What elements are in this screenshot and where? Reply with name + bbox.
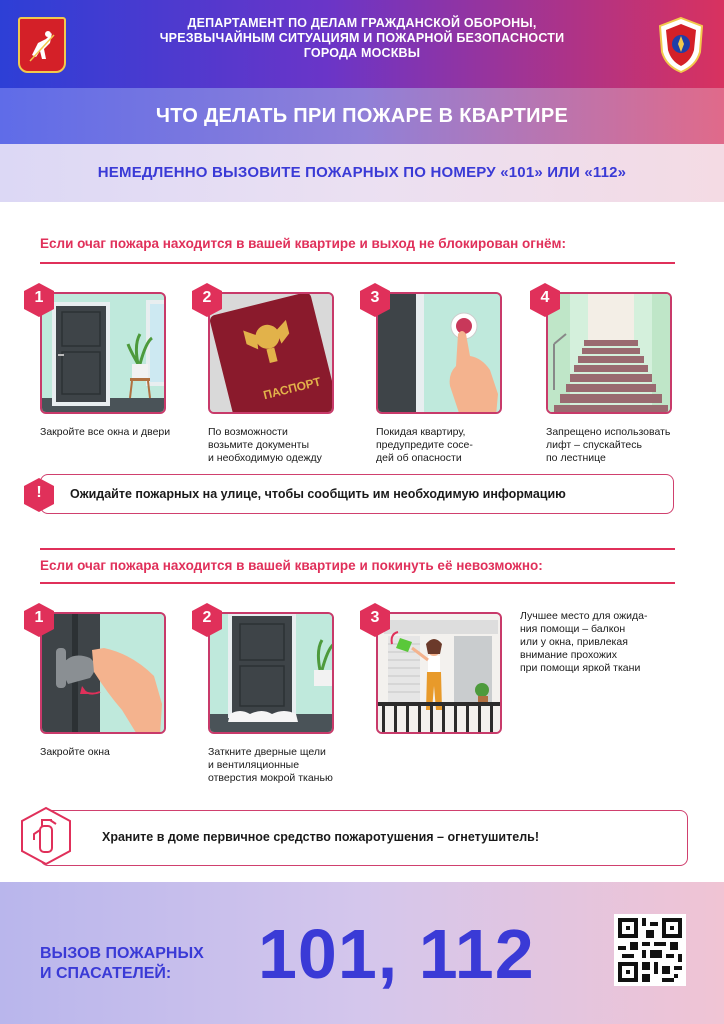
s2-step1-card-window xyxy=(40,612,166,734)
extinguisher-notice xyxy=(40,810,688,866)
step2-card-passport: ПАСПОРТ xyxy=(208,292,334,414)
step4-number-badge: 4 xyxy=(530,283,560,317)
s2-step3-card-balcony xyxy=(376,612,502,734)
section1-heading: Если очаг пожара находится в вашей кварт… xyxy=(40,236,567,251)
step1-number-badge: 1 xyxy=(24,283,54,317)
caption-line: и вентиляционные xyxy=(208,759,300,771)
caption-line: ния помощи – балкон xyxy=(520,623,626,635)
s2-step1-number-badge: 1 xyxy=(24,603,54,637)
step3-number-badge: 3 xyxy=(360,283,390,317)
wait-outside-text: Ожидайте пожарных на улице, чтобы сообщи… xyxy=(70,487,566,501)
s2-step3-caption: Лучшее место для ожида- ния помощи – бал… xyxy=(520,610,690,675)
step4-caption: Запрещено использовать лифт – спускайтес… xyxy=(546,426,696,465)
wait-outside-notice xyxy=(40,474,674,514)
emergency-department-emblem-icon xyxy=(656,16,706,74)
caption-line: Заткните дверные щели xyxy=(208,746,326,758)
footer-banner xyxy=(0,882,724,1024)
step2-caption: По возможности возьмите документы и необ… xyxy=(208,426,348,465)
caption-line: лифт – спускайтесь xyxy=(546,439,642,451)
caption-line: По возможности xyxy=(208,426,288,438)
warning-mark: ! xyxy=(36,484,42,501)
caption-line: Закройте все окна и двери xyxy=(40,426,171,438)
moscow-coat-of-arms-icon xyxy=(18,17,66,73)
caption-line: дей об опасности xyxy=(376,452,462,464)
fire-extinguisher-icon xyxy=(20,806,72,866)
header-banner xyxy=(0,0,724,88)
warning-exclamation-icon: ! xyxy=(24,478,54,512)
call-banner-text: НЕМЕДЛЕННО ВЫЗОВИТЕ ПОЖАРНЫХ ПО НОМЕРУ «… xyxy=(97,164,627,181)
section1-divider xyxy=(40,262,675,264)
step2-number-badge: 2 xyxy=(192,283,222,317)
department-line: ГОРОДА МОСКВЫ xyxy=(303,46,421,60)
step-number: 3 xyxy=(370,289,380,306)
extinguisher-text: Храните в доме первичное средство пожаро… xyxy=(102,830,539,844)
caption-line: возьмите документы xyxy=(208,439,310,451)
step-number: 1 xyxy=(34,609,44,626)
caption-line: Запрещено использовать xyxy=(546,426,671,438)
step-number: 1 xyxy=(34,289,44,306)
step3-caption: Покидая квартиру, предупредите сосе- дей… xyxy=(376,426,516,465)
s2-step2-number-badge: 2 xyxy=(192,603,222,637)
step-number: 2 xyxy=(202,609,212,626)
department-line: ЧРЕЗВЫЧАЙНЫМ СИТУАЦИЯМ И ПОЖАРНОЙ БЕЗОПА… xyxy=(159,31,565,45)
caption-line: Закройте окна xyxy=(40,746,110,758)
step1-caption: Закройте все окна и двери xyxy=(40,426,180,439)
section2-heading: Если очаг пожара находится в вашей кварт… xyxy=(40,558,543,573)
s2-step3-number-badge: 3 xyxy=(360,603,390,637)
caption-line: по лестнице xyxy=(546,452,606,464)
title-bar xyxy=(0,88,724,144)
department-name: ДЕПАРТАМЕНТ ПО ДЕЛАМ ГРАЖДАНСКОЙ ОБОРОНЫ… xyxy=(130,16,594,61)
caption-line: Лучшее место для ожида- xyxy=(520,610,648,622)
caption-line: отверстия мокрой тканью xyxy=(208,772,333,784)
step3-card-doorbell xyxy=(376,292,502,414)
caption-line: или у окна, привлекая xyxy=(520,636,628,648)
caption-line: Покидая квартиру, xyxy=(376,426,466,438)
call-label: ВЫЗОВ ПОЖАРНЫХ И СПАСАТЕЛЕЙ: xyxy=(40,944,204,984)
caption-line: при помощи яркой ткани xyxy=(520,662,641,674)
department-line: ДЕПАРТАМЕНТ ПО ДЕЛАМ ГРАЖДАНСКОЙ ОБОРОНЫ… xyxy=(187,16,537,30)
section2-divider xyxy=(40,582,675,584)
step-number: 4 xyxy=(540,289,550,306)
qr-code-icon[interactable] xyxy=(614,914,686,986)
page-title: ЧТО ДЕЛАТЬ ПРИ ПОЖАРЕ В КВАРТИРЕ xyxy=(155,105,569,127)
call-label-line: И СПАСАТЕЛЕЙ: xyxy=(40,965,172,982)
call-banner xyxy=(0,144,724,202)
s2-step1-caption: Закройте окна xyxy=(40,746,180,759)
caption-line: и необходимую одежду xyxy=(208,452,322,464)
step-number: 2 xyxy=(202,289,212,306)
emergency-numbers: 101, 112 xyxy=(258,915,535,993)
caption-line: предупредите сосе- xyxy=(376,439,473,451)
call-label-line: ВЫЗОВ ПОЖАРНЫХ xyxy=(40,945,204,962)
s2-step2-caption: Заткните дверные щели и вентиляционные о… xyxy=(208,746,358,785)
s2-step2-card-door-towel xyxy=(208,612,334,734)
step4-card-stairs xyxy=(546,292,672,414)
step-number: 3 xyxy=(370,609,380,626)
section2-top-divider xyxy=(40,548,675,550)
caption-line: внимание прохожих xyxy=(520,649,617,661)
step1-card-door xyxy=(40,292,166,414)
